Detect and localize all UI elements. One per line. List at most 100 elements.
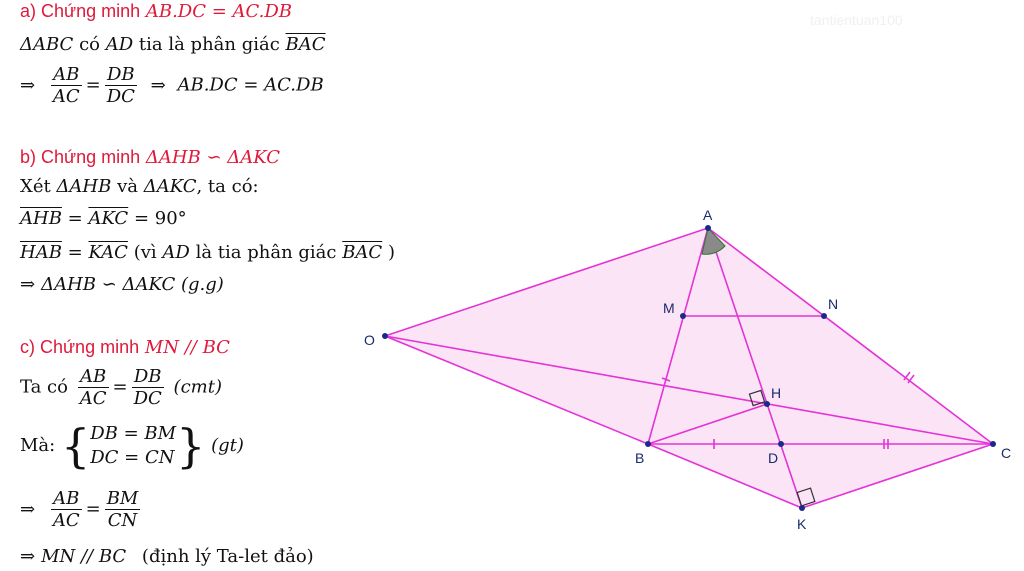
tick-mark: [903, 371, 911, 381]
point-h: [764, 401, 770, 407]
tick-mark: [661, 377, 671, 382]
part-b-suffix: , ta có:: [196, 176, 259, 197]
watermark: tantientuan100: [810, 12, 903, 28]
segment-ck: [801, 443, 994, 509]
part-b-line4: ⇒ΔAHB ∽ ΔAKC (g.g): [20, 274, 224, 296]
label-a: A: [703, 207, 713, 223]
part-b-xet: Xét: [20, 176, 51, 197]
angle-akc: AKC: [88, 208, 129, 229]
implies-icon: ⇒: [20, 546, 36, 567]
part-b-and: và: [117, 176, 139, 197]
reason-angle: BAC: [342, 242, 383, 263]
angle-mark: [701, 226, 726, 255]
part-a-angle-bac: BAC: [285, 34, 326, 55]
segment-oc: [384, 335, 994, 445]
label-c: C: [1001, 445, 1011, 461]
part-c-line2: Mà: {DB = BM DC = CN} (gt): [20, 422, 244, 470]
segment-bk: [647, 443, 803, 509]
part-b-case: (g.g): [181, 274, 224, 295]
part-b-heading-prefix: b) Chứng minh: [20, 147, 141, 167]
label-n: N: [828, 296, 838, 312]
part-b-tri2: ΔAKC: [143, 176, 197, 197]
part-b-line3: HAB = KAC (vì AD là tia phân giác BAC ): [20, 242, 395, 263]
part-b-line2: AHB = AKC = 90°: [20, 208, 187, 229]
angle-hab: HAB: [20, 242, 62, 263]
point-o: [382, 333, 388, 339]
point-c: [990, 441, 996, 447]
part-b-heading: b) Chứng minh ΔAHB ∽ ΔAKC: [20, 146, 280, 169]
label-k: K: [797, 516, 807, 532]
implies-icon: ⇒: [20, 74, 36, 96]
part-a-line1: ΔABC có AD tia là phân giác BAC: [20, 34, 326, 56]
system-eq1: DB = BM: [90, 423, 177, 444]
reason-prefix: (vì: [133, 242, 157, 263]
part-b-line1: Xét ΔAHB và ΔAKC, ta có:: [20, 176, 259, 198]
angle-value: = 90°: [133, 208, 187, 229]
figure-shaded-region: [385, 228, 993, 508]
point-d: [778, 441, 784, 447]
reason-text: là tia phân giác: [195, 242, 337, 263]
part-c-heading-prefix: c) Chứng minh: [20, 337, 140, 357]
label-o: O: [364, 332, 375, 348]
segment-ak: [707, 227, 803, 509]
left-brace-icon: {: [60, 419, 91, 473]
part-c-taco: Ta có: [20, 376, 68, 398]
part-a-heading: a) Chứng minh AB.DC = AC.DB: [20, 0, 292, 23]
point-m: [680, 313, 686, 319]
angle-kac: KAC: [88, 242, 128, 263]
implies-icon: ⇒: [150, 74, 166, 96]
part-a-heading-math: AB.DC = AC.DB: [145, 1, 293, 22]
part-a-text-co: có: [79, 34, 100, 55]
implies-icon: ⇒: [20, 274, 36, 295]
part-b-heading-math: ΔAHB ∽ ΔAKC: [145, 147, 281, 168]
point-b: [645, 441, 651, 447]
right-brace-icon: }: [176, 419, 206, 473]
implies-icon: ⇒: [20, 498, 36, 520]
part-c-cmt: (cmt): [173, 376, 222, 398]
part-c-gt: (gt): [211, 435, 244, 456]
segment-ob: [384, 335, 649, 445]
part-c-reason: (định lý Ta-let đảo): [141, 546, 314, 567]
angle-ahb: AHB: [20, 208, 62, 229]
right-angle-k: [796, 487, 816, 507]
label-h: H: [771, 385, 781, 401]
part-c-ma: Mà:: [20, 435, 56, 456]
part-c-result: MN // BC: [41, 546, 127, 567]
label-b: B: [635, 450, 644, 466]
part-a-text-bisector: tia là phân giác: [138, 34, 280, 55]
segment-oa: [384, 227, 709, 337]
part-a-ad: AD: [105, 34, 134, 55]
part-b-tri1: ΔAHB: [56, 176, 112, 197]
segment-bh: [647, 403, 768, 445]
reason-suffix: ): [387, 242, 395, 263]
part-c-heading-math: MN // BC: [144, 337, 230, 358]
part-a-heading-prefix: a) Chứng minh: [20, 1, 141, 21]
system: DB = BM DC = CN: [90, 422, 176, 470]
reason-ad: AD: [162, 242, 190, 263]
point-n: [821, 313, 827, 319]
point-k: [799, 505, 805, 511]
label-d: D: [768, 450, 778, 466]
part-c-line4: ⇒MN // BC (định lý Ta-let đảo): [20, 546, 314, 568]
part-b-result: ΔAHB ∽ ΔAKC: [41, 274, 176, 295]
part-c-heading: c) Chứng minh MN // BC: [20, 336, 230, 359]
segment-ac: [707, 227, 994, 445]
system-eq2: DC = CN: [90, 447, 175, 468]
right-angle-h: [748, 389, 766, 407]
point-a: [705, 225, 711, 231]
part-a-result: AB.DC = AC.DB: [177, 74, 324, 96]
part-a-triangle: ΔABC: [20, 34, 74, 55]
label-m: M: [663, 300, 675, 316]
tick-mark: [907, 374, 915, 384]
segment-ab: [647, 227, 709, 445]
